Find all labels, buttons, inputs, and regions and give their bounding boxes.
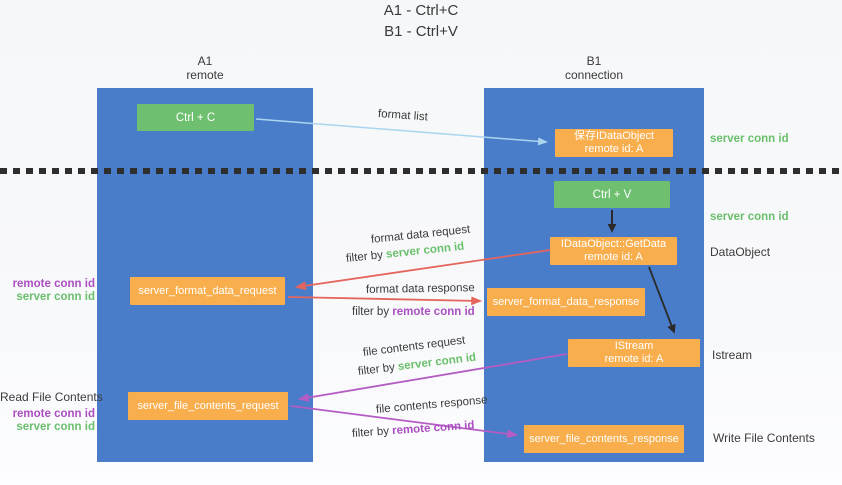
remote-conn-id-text: remote conn id bbox=[391, 419, 475, 438]
title-line-2: B1 - Ctrl+V bbox=[384, 23, 458, 40]
format-list-label: format list bbox=[377, 108, 429, 124]
diagram-title: A1 - Ctrl+C B1 - Ctrl+V bbox=[0, 0, 842, 42]
file-contents-response-filter-label: filter by remote conn id bbox=[352, 419, 475, 440]
filter-by-text: filter by bbox=[357, 361, 399, 378]
node-istream: IStream remote id: A bbox=[568, 339, 700, 367]
lane-b1-name: B1 bbox=[586, 54, 602, 68]
left-conn-id-block-bottom: remote conn id server conn id bbox=[0, 408, 95, 434]
node-save-idataobject-line2: remote id: A bbox=[584, 143, 644, 155]
lane-b1-role: connection bbox=[564, 68, 624, 82]
lane-header-b1: B1 connection bbox=[484, 54, 704, 82]
node-istream-line1: IStream bbox=[614, 340, 654, 352]
server-conn-id-text: server conn id bbox=[397, 351, 477, 374]
lane-a1-name: A1 bbox=[197, 54, 213, 68]
filter-by-text: filter by bbox=[352, 306, 393, 318]
dataobject-label: DataObject bbox=[710, 245, 771, 259]
server-conn-id-right-top-label: server conn id bbox=[710, 133, 789, 145]
format-data-response-filter-label: filter by remote conn id bbox=[352, 306, 475, 318]
node-save-idataobject: 保存IDataObject remote id: A bbox=[555, 129, 673, 157]
server-conn-id-left-bottom-label: server conn id bbox=[16, 421, 95, 433]
node-istream-line2: remote id: A bbox=[604, 353, 664, 365]
istream-label: Istream bbox=[712, 348, 753, 362]
format-data-response-arrow bbox=[287, 296, 483, 306]
dotted-divider-line bbox=[0, 168, 842, 174]
lane-a1-role: remote bbox=[186, 68, 224, 82]
write-file-contents-label: Write File Contents bbox=[713, 431, 815, 445]
node-server-file-contents-request: server_file_contents_request bbox=[128, 392, 288, 420]
node-server-format-data-request: server_format_data_request bbox=[130, 277, 285, 305]
node-getdata-line1: IDataObject::GetData bbox=[560, 238, 667, 250]
filter-by-text: filter by bbox=[351, 425, 393, 440]
title-line-1: A1 - Ctrl+C bbox=[383, 2, 459, 19]
server-conn-id-right-mid-label: server conn id bbox=[710, 211, 789, 223]
node-getdata-line2: remote id: A bbox=[584, 251, 643, 263]
server-conn-id-text: server conn id bbox=[385, 240, 465, 261]
remote-conn-id-left-bottom-label: remote conn id bbox=[12, 408, 95, 420]
format-data-request-filter-label: filter by server conn id bbox=[345, 241, 464, 265]
node-server-format-data-response: server_format_data_response bbox=[487, 288, 645, 316]
node-ctrl-c: Ctrl + C bbox=[137, 104, 254, 131]
left-conn-id-block-top: remote conn id server conn id bbox=[0, 278, 95, 304]
remote-conn-id-left-top-label: remote conn id bbox=[12, 278, 95, 290]
filter-by-text: filter by bbox=[345, 248, 387, 265]
lane-header-a1: A1 remote bbox=[97, 54, 313, 82]
node-idataobject-getdata: IDataObject::GetData remote id: A bbox=[550, 237, 677, 265]
node-save-idataobject-line1: 保存IDataObject bbox=[573, 130, 655, 142]
node-server-file-contents-response: server_file_contents_response bbox=[524, 425, 684, 453]
server-conn-id-left-top-label: server conn id bbox=[16, 291, 95, 303]
file-contents-response-label: file contents response bbox=[375, 394, 488, 416]
remote-conn-id-text: remote conn id bbox=[392, 306, 475, 318]
node-ctrl-v: Ctrl + V bbox=[554, 181, 670, 208]
read-file-contents-label: Read File Contents bbox=[0, 390, 103, 404]
format-data-response-label: format data response bbox=[365, 282, 475, 296]
